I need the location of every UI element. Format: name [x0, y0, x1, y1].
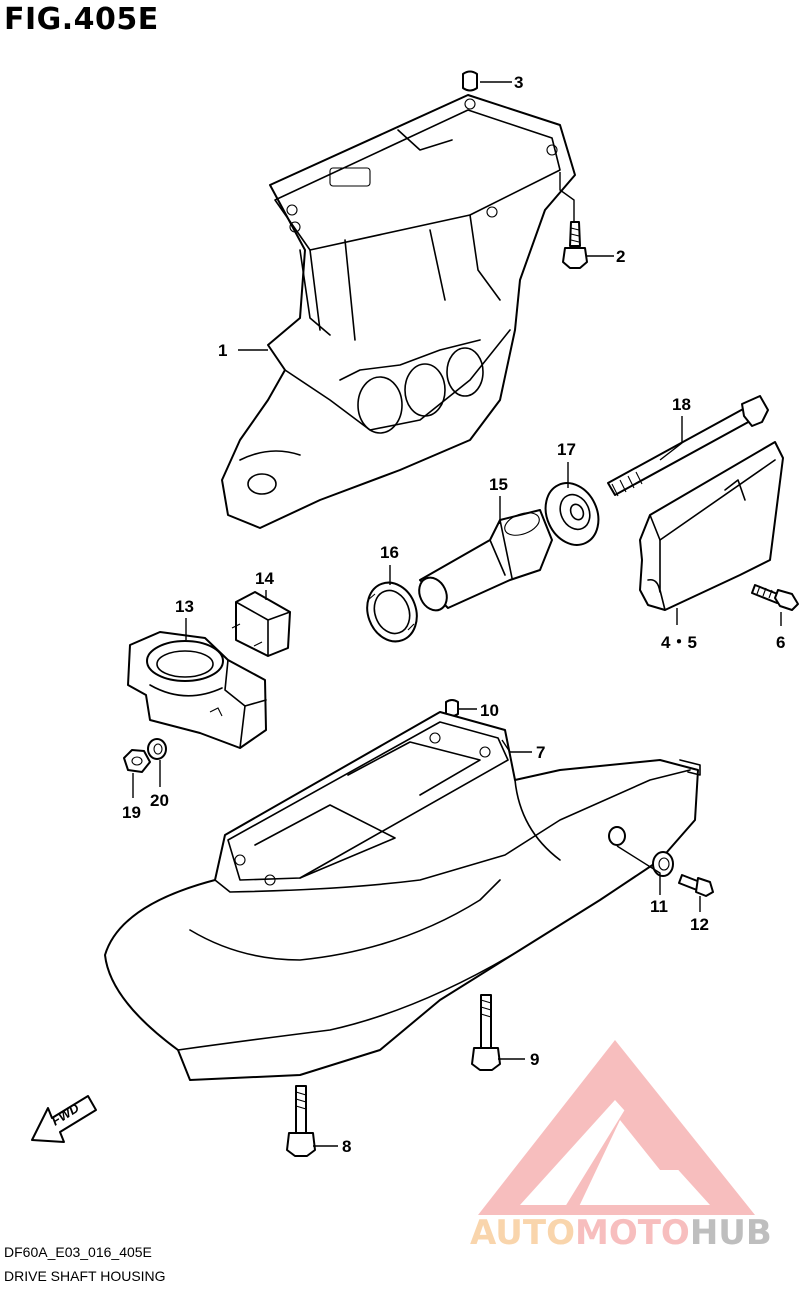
callout-14: 14 [255, 569, 274, 588]
drive-shaft-housing-upper [221, 94, 576, 529]
callout-18: 18 [672, 395, 691, 414]
callout-6: 6 [776, 633, 785, 652]
screw-12 [678, 874, 714, 897]
dowel-pin-3 [462, 70, 478, 92]
diagram-caption: DRIVE SHAFT HOUSING [4, 1268, 166, 1284]
grommet-11 [608, 826, 674, 877]
callout-10: 10 [480, 701, 499, 720]
callout-15: 15 [489, 475, 508, 494]
mount-rubber-15 [418, 509, 553, 612]
mount-cover-4-5 [639, 441, 784, 611]
diagram-code: DF60A_E03_016_405E [4, 1244, 152, 1260]
callout-4-5: 4・5 [661, 633, 697, 652]
callout-8: 8 [342, 1137, 351, 1156]
nut-19 [123, 749, 151, 773]
callout-1: 1 [218, 341, 227, 360]
forward-arrow-icon: FWD [31, 1095, 97, 1143]
bolt-6 [751, 584, 799, 611]
callout-2: 2 [616, 247, 625, 266]
figure-title: FIG.405E [4, 2, 159, 37]
callout-3: 3 [514, 73, 523, 92]
callout-9: 9 [530, 1050, 539, 1069]
callout-7: 7 [536, 743, 545, 762]
bracket-14 [231, 591, 291, 657]
callout-11: 11 [650, 897, 668, 916]
washer-20 [147, 738, 167, 760]
bolt-2 [562, 221, 588, 269]
callouts: 1 2 3 4・5 6 7 8 9 10 11 12 13 14 15 16 1… [122, 73, 785, 1156]
svg-text:AUTOMOTOHUB: AUTOMOTOHUB [470, 1213, 772, 1253]
callout-17: 17 [557, 440, 576, 459]
bolt-18 [607, 395, 769, 497]
watermark-triangle-icon [478, 1040, 755, 1215]
bolt-8 [286, 1085, 316, 1157]
ring-16 [366, 581, 418, 643]
callout-12: 12 [690, 915, 709, 934]
callout-20: 20 [150, 791, 169, 810]
watermark-hub: HUB [690, 1213, 772, 1253]
bolt-9 [471, 994, 501, 1071]
callout-19: 19 [122, 803, 141, 822]
watermark-logo: AUTOMOTOHUB [470, 1040, 772, 1253]
mount-block-13 [127, 631, 267, 749]
leader-lines [132, 81, 782, 1147]
callout-13: 13 [175, 597, 194, 616]
callout-16: 16 [380, 543, 399, 562]
drive-shaft-housing-lower [104, 711, 701, 1081]
watermark-auto: AUTO [470, 1213, 575, 1253]
watermark-moto: MOTO [575, 1213, 690, 1253]
bushing-17 [544, 482, 600, 546]
